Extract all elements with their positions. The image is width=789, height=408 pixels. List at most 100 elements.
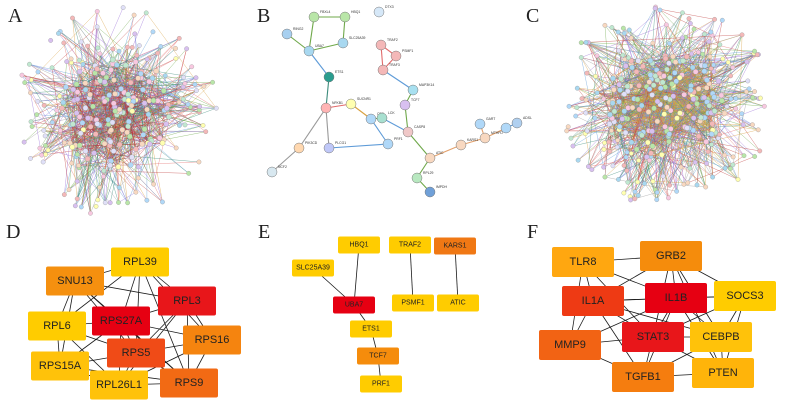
hub-node[interactable]: RPS15A: [31, 351, 89, 381]
string-node[interactable]: KARS1: [455, 138, 478, 151]
hub-node-box: [714, 281, 776, 311]
hub-node-box: [434, 237, 476, 255]
string-node[interactable]: RING2: [281, 27, 303, 40]
hairball-node: [686, 103, 692, 110]
hairball-node: [708, 66, 714, 71]
hub-node[interactable]: IL1A: [562, 286, 624, 316]
hub-node[interactable]: HBQ1: [338, 236, 380, 254]
string-node-circle: [337, 37, 349, 49]
string-node[interactable]: PSMF1: [390, 49, 413, 62]
hairball-node: [695, 49, 701, 55]
string-node[interactable]: TRAF3: [377, 63, 400, 76]
hub-node[interactable]: ATIC: [437, 294, 479, 312]
string-node[interactable]: UBA7: [303, 44, 324, 57]
string-node[interactable]: HBQ1: [339, 10, 360, 23]
string-node[interactable]: NFKB1: [320, 101, 343, 114]
hairball-node: [41, 128, 47, 133]
hub-node[interactable]: ETS1: [350, 320, 392, 338]
hub-node[interactable]: STAT3: [622, 322, 684, 352]
hub-node[interactable]: GRB2: [640, 241, 702, 271]
hairball-node: [680, 58, 686, 64]
hairball-edge: [142, 89, 160, 138]
hub-node[interactable]: TGFB1: [612, 362, 674, 392]
hairball-node: [50, 120, 55, 125]
hairball-node: [633, 69, 640, 75]
hub-node[interactable]: UBA7: [333, 296, 375, 314]
string-node[interactable]: SLC25A39: [337, 36, 366, 49]
string-node[interactable]: SUCNR1: [345, 97, 371, 110]
string-node[interactable]: MAP3K14: [407, 83, 434, 96]
string-node[interactable]: IMPDH: [424, 185, 447, 198]
hub-node[interactable]: IL1B: [645, 283, 707, 313]
hairball-node: [621, 30, 627, 36]
hub-node-box: [562, 286, 624, 316]
hairball-node: [74, 151, 80, 157]
hub-node[interactable]: PSMF1: [392, 294, 434, 312]
string-node[interactable]: RPL29: [411, 171, 433, 184]
hub-node[interactable]: RPS9: [160, 368, 218, 398]
hairball-node: [153, 68, 160, 74]
hairball-node: [189, 64, 195, 70]
hairball-edge: [650, 141, 670, 157]
string-node[interactable]: ETS1: [323, 70, 344, 83]
hub-node-label: STAT3: [637, 331, 670, 343]
hub-node[interactable]: SNU13: [46, 266, 104, 296]
hub-node[interactable]: TRAF2: [389, 236, 431, 254]
hub-node-label: TCF7: [369, 353, 387, 360]
hub-node-box: [111, 247, 169, 277]
string-node[interactable]: CASP8: [402, 125, 425, 138]
hairball-edge: [116, 114, 128, 203]
string-node[interactable]: MTHFD: [479, 131, 503, 144]
hub-node[interactable]: RPL6: [28, 311, 86, 341]
hairball-node: [25, 76, 31, 81]
hub-node-box: [692, 358, 754, 388]
hairball-edge: [693, 92, 696, 163]
hub-node[interactable]: SOCS3: [714, 281, 776, 311]
hairball-node: [744, 59, 750, 65]
hub-node[interactable]: RPS27A: [92, 306, 150, 336]
hub-node-box: [31, 351, 89, 381]
string-node[interactable]: ATIC: [424, 151, 444, 164]
hub-node[interactable]: PRF1: [360, 375, 402, 393]
hub-node[interactable]: RPL26L1: [90, 370, 148, 400]
string-node[interactable]: NCF2: [266, 165, 287, 178]
hairball-edge: [71, 121, 129, 147]
string-node[interactable]: TRAF2: [375, 38, 398, 51]
string-node[interactable]: PRF1: [382, 137, 403, 150]
hairball-edge: [65, 84, 195, 88]
string-node[interactable]: GART: [474, 117, 495, 130]
hub-node[interactable]: RPL3: [158, 286, 216, 316]
hairball-node: [601, 96, 607, 102]
hub-node-label: SOCS3: [726, 290, 763, 302]
hub-node-box: [437, 294, 479, 312]
hairball-node: [584, 128, 590, 134]
hairball-node: [48, 38, 54, 43]
hairball-edge: [122, 111, 200, 130]
hub-node[interactable]: PTEN: [692, 358, 754, 388]
string-node-circle: [500, 122, 512, 134]
hairball-node: [586, 164, 591, 169]
hairball-node: [733, 106, 739, 111]
hub-node[interactable]: KARS1: [434, 237, 476, 255]
hairball-edge: [21, 75, 72, 164]
hairball-node: [35, 99, 41, 104]
string-node[interactable]: DTX3: [373, 5, 394, 18]
string-node[interactable]: ADSL: [511, 116, 532, 129]
hub-node[interactable]: TLR8: [552, 247, 614, 277]
hub-node[interactable]: CEBPB: [690, 322, 752, 352]
string-node[interactable]: TCF7: [399, 98, 420, 111]
hub-node[interactable]: RPS16: [183, 325, 241, 355]
hub-node[interactable]: TCF7: [357, 347, 399, 365]
string-node[interactable]: LCK: [376, 111, 395, 124]
hub-node[interactable]: SLC25A39: [292, 259, 334, 277]
hub-node[interactable]: RPS5: [107, 338, 165, 368]
hairball-node: [77, 142, 83, 148]
string-node[interactable]: PLCG1: [323, 141, 346, 154]
string-node-circle: [293, 142, 305, 154]
hub-node[interactable]: MMP9: [539, 330, 601, 360]
string-node[interactable]: FBXL4: [308, 10, 330, 23]
hub-node[interactable]: RPL39: [111, 247, 169, 277]
hairball-node: [21, 139, 27, 145]
string-node[interactable]: PIK3CD: [293, 141, 318, 154]
hub-edge: [670, 255, 724, 374]
